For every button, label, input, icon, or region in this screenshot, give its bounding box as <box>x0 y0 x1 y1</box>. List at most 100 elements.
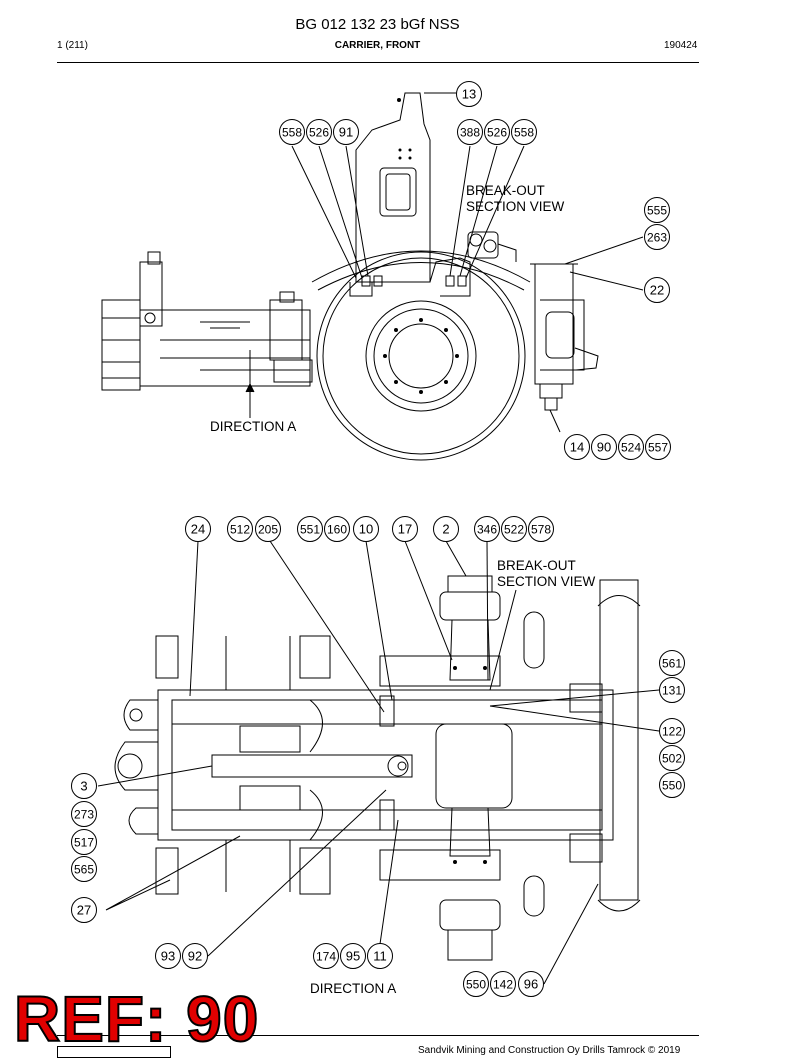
callout-number: 95 <box>346 949 360 964</box>
callout-number: 512 <box>230 523 250 537</box>
callout-top-388: 388 <box>457 119 483 145</box>
callout-circle <box>591 434 617 460</box>
callout-number: 3 <box>80 779 87 794</box>
callout-bottom-550: 550 <box>463 971 489 997</box>
callout-number: 526 <box>309 126 329 140</box>
callout-number: 558 <box>514 126 534 140</box>
bottom-view-drawing <box>97 540 660 985</box>
callout-number: 526 <box>487 126 507 140</box>
callout-circle <box>528 516 554 542</box>
document-title: BG 012 132 23 bGf NSS <box>295 16 460 33</box>
callout-number: 517 <box>74 836 94 850</box>
callout-top-13: 13 <box>456 81 482 107</box>
footer-copyright: Sandvik Mining and Construction Oy Drill… <box>418 1045 681 1056</box>
callout-bottom-522: 522 <box>501 516 527 542</box>
callout-number: 13 <box>462 87 476 102</box>
callout-number: 90 <box>597 440 611 455</box>
callout-circle <box>463 971 489 997</box>
callout-top-22: 22 <box>644 277 670 303</box>
callout-top-263: 263 <box>644 224 670 250</box>
callout-number: 92 <box>188 949 202 964</box>
callout-circle <box>518 971 544 997</box>
callout-number: 96 <box>524 977 538 992</box>
callout-number: 22 <box>650 283 664 298</box>
callout-bottom-2: 2 <box>433 516 459 542</box>
callout-circle <box>340 943 366 969</box>
callout-bottom-346: 346 <box>474 516 500 542</box>
callout-bottom-550: 550 <box>659 772 685 798</box>
callout-bottom-24: 24 <box>185 516 211 542</box>
callout-bottom-3: 3 <box>71 773 97 799</box>
callout-circle <box>644 197 670 223</box>
callout-bottom-96: 96 <box>518 971 544 997</box>
callout-number: 550 <box>466 978 486 992</box>
top-view-drawing <box>101 92 644 461</box>
callout-number: 561 <box>662 657 682 671</box>
callout-number: 522 <box>504 523 524 537</box>
callout-number: 131 <box>662 684 682 698</box>
callout-circle <box>644 277 670 303</box>
callout-top-91: 91 <box>333 119 359 145</box>
callout-number: 24 <box>191 522 205 537</box>
callout-number: 557 <box>648 441 668 455</box>
callout-bottom-174: 174 <box>313 943 339 969</box>
callout-circle <box>659 772 685 798</box>
direction-label-top: DIRECTION A <box>210 419 297 434</box>
callout-bottom-17: 17 <box>392 516 418 542</box>
callout-circle <box>71 801 97 827</box>
callout-top-555: 555 <box>644 197 670 223</box>
callout-circle <box>279 119 305 145</box>
direction-label-bottom: DIRECTION A <box>310 981 397 996</box>
breakout-line-2: SECTION VIEW <box>466 199 565 214</box>
callout-bottom-10: 10 <box>353 516 379 542</box>
callout-circle <box>185 516 211 542</box>
callout-circle <box>501 516 527 542</box>
callout-top-14: 14 <box>564 434 590 460</box>
callout-circle <box>333 119 359 145</box>
callout-top-558: 558 <box>511 119 537 145</box>
callout-circle <box>659 650 685 676</box>
callout-circle <box>71 829 97 855</box>
callout-bottom-273: 273 <box>71 801 97 827</box>
callout-circle <box>306 119 332 145</box>
callout-circle <box>324 516 350 542</box>
callout-circle <box>474 516 500 542</box>
callout-number: 142 <box>493 978 513 992</box>
callout-bottom-93: 93 <box>155 943 181 969</box>
callout-circle <box>644 224 670 250</box>
callout-number: 2 <box>442 522 449 537</box>
callout-top-526: 526 <box>484 119 510 145</box>
callout-number: 388 <box>460 126 480 140</box>
callout-bottom-578: 578 <box>528 516 554 542</box>
callout-circle <box>182 943 208 969</box>
breakout-line-1: BREAK-OUT <box>497 558 576 573</box>
callout-number: 122 <box>662 725 682 739</box>
callout-circle <box>511 119 537 145</box>
callout-circle <box>71 856 97 882</box>
callout-number: 273 <box>74 808 94 822</box>
section-title: CARRIER, FRONT <box>334 40 421 51</box>
callout-circle <box>392 516 418 542</box>
callout-number: 174 <box>316 950 336 964</box>
callout-circle <box>484 119 510 145</box>
header-rule <box>57 62 699 63</box>
callout-bottom-92: 92 <box>182 943 208 969</box>
callout-circle <box>564 434 590 460</box>
callout-circle <box>227 516 253 542</box>
callout-top-526: 526 <box>306 119 332 145</box>
callout-circle <box>297 516 323 542</box>
callout-circle <box>645 434 671 460</box>
callout-number: 558 <box>282 126 302 140</box>
callout-number: 10 <box>359 522 373 537</box>
callout-top-524: 524 <box>618 434 644 460</box>
callout-bottom-512: 512 <box>227 516 253 542</box>
callout-number: 263 <box>647 231 667 245</box>
callout-number: 205 <box>258 523 278 537</box>
callout-circle <box>71 773 97 799</box>
callout-circle <box>659 745 685 771</box>
callout-circle <box>313 943 339 969</box>
callout-number: 14 <box>570 440 584 455</box>
callout-number: 565 <box>74 863 94 877</box>
